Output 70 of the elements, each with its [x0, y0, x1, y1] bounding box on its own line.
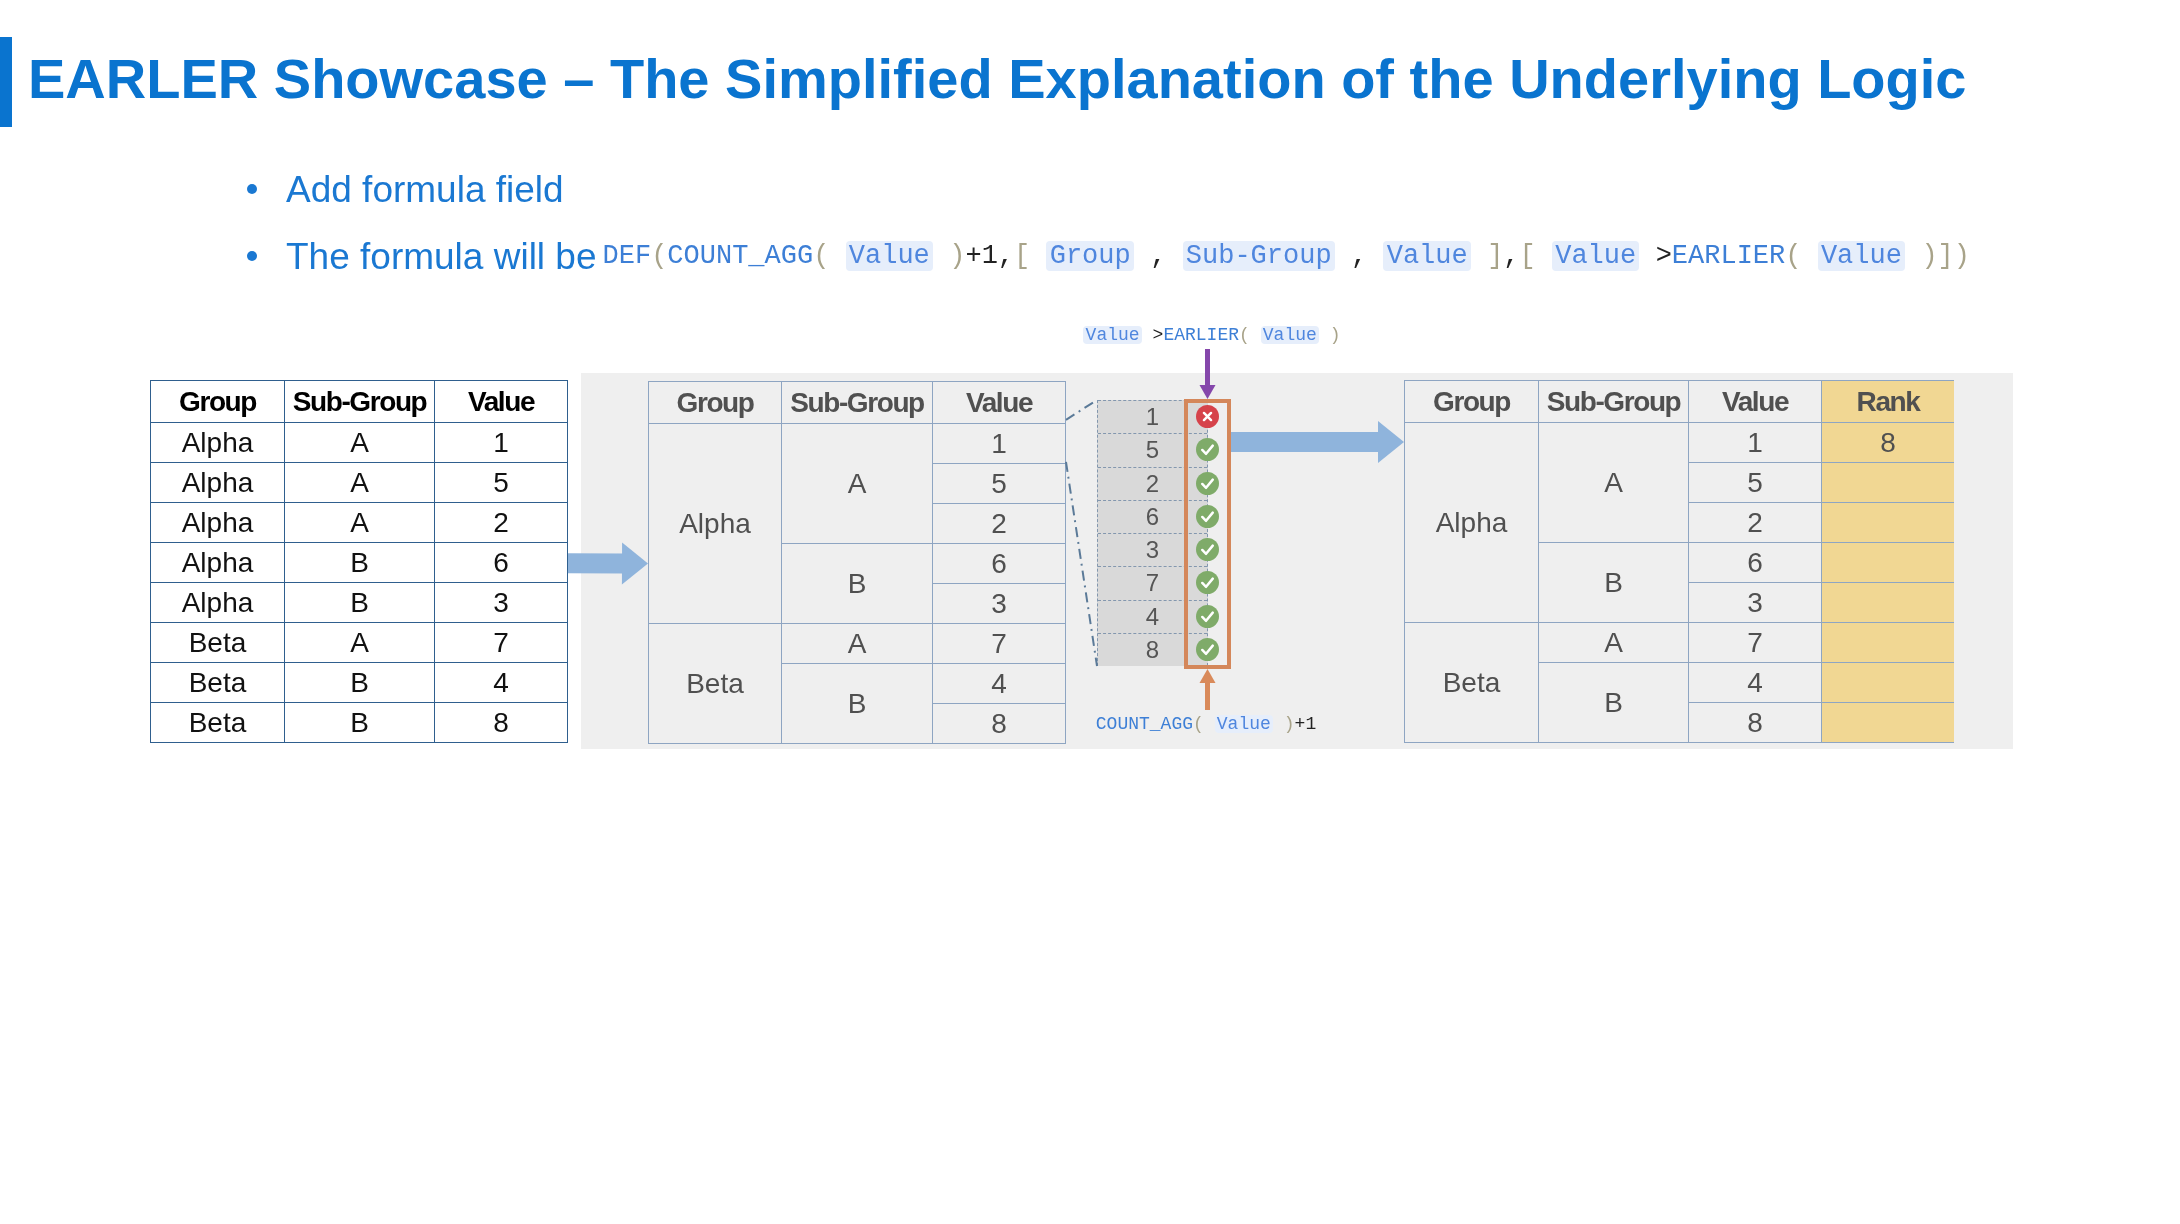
table-header-cell: Group — [649, 382, 782, 424]
block-arrow — [567, 542, 648, 585]
bullet-text: The formula will be — [286, 237, 597, 275]
data-table — [150, 380, 568, 743]
table-cell: 5 — [435, 463, 568, 503]
table-cell: Beta — [649, 624, 782, 744]
table-cell: Alpha — [1405, 423, 1539, 623]
table-cell: B — [782, 544, 933, 624]
arrow — [1199, 669, 1216, 710]
table-header-cell: Sub-Group — [1539, 381, 1689, 423]
projection-line — [1065, 460, 1098, 667]
table-cell: 1 — [435, 423, 568, 463]
table-cell: 4 — [933, 664, 1066, 704]
highlight-frame — [1184, 399, 1231, 669]
table-cell: Beta — [151, 703, 285, 743]
table-cell: 7 — [933, 624, 1066, 664]
table-cell: 1 — [933, 424, 1066, 464]
table-cell: 5 — [933, 464, 1066, 504]
value-list — [1097, 400, 1208, 666]
table-cell: B — [782, 664, 933, 744]
table-cell: B — [285, 543, 435, 583]
table-cell: A — [1539, 623, 1689, 663]
table-header-cell: Sub-Group — [782, 382, 933, 424]
table-cell: 8 — [435, 703, 568, 743]
formula-code: DEF(COUNT_AGG( Value )+1,[ Group , Sub-Group , Value ],[ Value >EARLIER( Value )]) — [602, 242, 1970, 270]
table-header-cell: Rank — [1822, 381, 1954, 423]
table-cell: Alpha — [649, 424, 782, 624]
table-cell: B — [285, 703, 435, 743]
formula-label: COUNT_AGG( Value )+1 — [1086, 710, 1326, 738]
table-cell: Alpha — [151, 503, 285, 543]
table-cell: B — [1539, 543, 1689, 623]
table-cell: Alpha — [151, 463, 285, 503]
table-cell: Beta — [151, 623, 285, 663]
table-cell: A — [782, 624, 933, 664]
table-header-cell: Value — [933, 382, 1066, 424]
table-cell: 8 — [1822, 423, 1954, 463]
table-cell: Beta — [1405, 623, 1539, 743]
table-cell: A — [285, 423, 435, 463]
table-cell: 2 — [435, 503, 568, 543]
table-cell: 8 — [933, 704, 1066, 744]
table-header-cell: Group — [1405, 381, 1539, 423]
arrow — [1199, 349, 1216, 399]
table-cell: 6 — [933, 544, 1066, 584]
table-cell: B — [1539, 663, 1689, 743]
block-arrow — [1231, 421, 1404, 464]
table-cell: Beta — [151, 663, 285, 703]
table-cell: A — [1539, 423, 1689, 543]
table-cell: B — [285, 583, 435, 623]
data-table — [1404, 380, 1954, 743]
table-cell: Alpha — [151, 543, 285, 583]
table-cell: 6 — [435, 543, 568, 583]
table-cell: Alpha — [151, 583, 285, 623]
table-header-cell: Sub-Group — [285, 381, 435, 423]
table-cell: 7 — [435, 623, 568, 663]
table-header-cell: Value — [435, 381, 568, 423]
data-table — [648, 381, 1066, 744]
table-cell: 2 — [933, 504, 1066, 544]
formula-label: Value >EARLIER( Value ) — [1086, 321, 1338, 349]
table-cell: A — [285, 623, 435, 663]
table-cell: A — [782, 424, 933, 544]
table-cell: B — [285, 663, 435, 703]
table-cell: 4 — [435, 663, 568, 703]
bullet-text: Add formula field — [286, 170, 564, 208]
table-cell: Alpha — [151, 423, 285, 463]
background-panel — [581, 373, 2013, 749]
table-cell: A — [285, 463, 435, 503]
table-cell: 3 — [933, 584, 1066, 624]
table-header-cell: Group — [151, 381, 285, 423]
table-cell: A — [285, 503, 435, 543]
table-cell: 3 — [435, 583, 568, 623]
